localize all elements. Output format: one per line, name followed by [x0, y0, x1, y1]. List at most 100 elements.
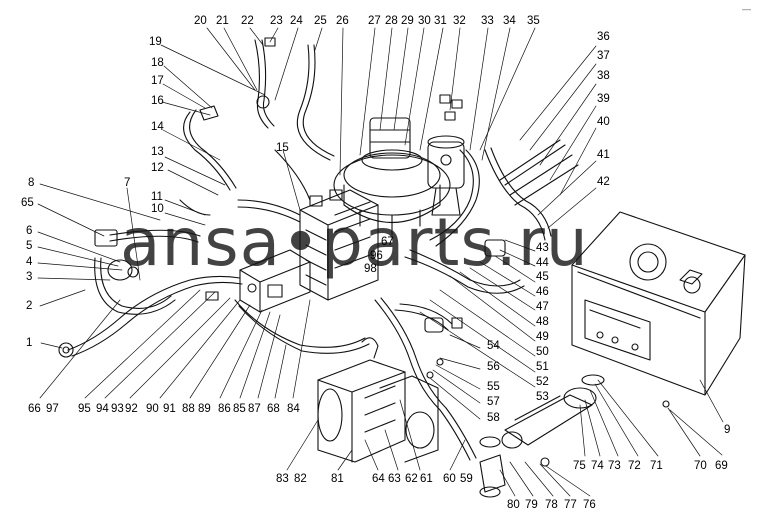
- callout-5: 5: [26, 240, 33, 252]
- callout-36: 36: [597, 31, 610, 43]
- callout-66: 66: [28, 403, 41, 415]
- callout-62: 62: [405, 473, 418, 485]
- callout-76: 76: [583, 499, 596, 511]
- callout-27: 27: [368, 15, 381, 27]
- callout-19: 19: [149, 36, 162, 48]
- callout-51: 51: [536, 361, 549, 373]
- callout-77: 77: [564, 499, 577, 511]
- callout-94: 94: [96, 403, 109, 415]
- callout-4: 4: [26, 256, 33, 268]
- callout-35: 35: [527, 15, 540, 27]
- callout-56: 56: [487, 361, 500, 373]
- callout-13: 13: [151, 146, 164, 158]
- callout-18: 18: [151, 57, 164, 69]
- callout-39: 39: [597, 93, 610, 105]
- callout-98: 98: [364, 263, 377, 275]
- callout-6: 6: [26, 225, 33, 237]
- callout-75: 75: [573, 460, 586, 472]
- callout-83: 83: [276, 473, 289, 485]
- callout-53: 53: [536, 391, 549, 403]
- callout-33: 33: [481, 15, 494, 27]
- callout-49: 49: [536, 331, 549, 343]
- leader-lines: [37, 27, 724, 497]
- callout-16: 16: [151, 95, 164, 107]
- callout-40: 40: [597, 116, 610, 128]
- callout-60: 60: [443, 473, 456, 485]
- callout-15: 15: [276, 142, 289, 154]
- hydraulic-tank: [571, 211, 746, 396]
- main-pump: [317, 359, 439, 463]
- callout-23: 23: [270, 15, 283, 27]
- callout-86: 86: [218, 403, 231, 415]
- elbow-fitting: [479, 454, 550, 498]
- callout-84: 84: [287, 403, 300, 415]
- callout-63: 63: [388, 473, 401, 485]
- callout-1: 1: [26, 337, 33, 349]
- callout-30: 30: [418, 15, 431, 27]
- callout-9: 9: [724, 424, 731, 436]
- callout-61: 61: [420, 473, 433, 485]
- callout-25: 25: [314, 15, 327, 27]
- callout-55: 55: [487, 381, 500, 393]
- callout-85: 85: [233, 403, 246, 415]
- callout-12: 12: [151, 162, 164, 174]
- callout-38: 38: [597, 70, 610, 82]
- callout-52: 52: [536, 376, 549, 388]
- callout-24: 24: [290, 15, 303, 27]
- callout-17: 17: [151, 75, 164, 87]
- callout-20: 20: [194, 15, 207, 27]
- callout-97: 97: [46, 403, 59, 415]
- callout-73: 73: [608, 460, 621, 472]
- callout-54: 54: [487, 340, 500, 352]
- callout-69: 69: [715, 460, 728, 472]
- callout-32: 32: [453, 15, 466, 27]
- callout-37: 37: [597, 50, 610, 62]
- callout-28: 28: [385, 15, 398, 27]
- callout-58: 58: [487, 412, 500, 424]
- callout-21: 21: [216, 15, 229, 27]
- callout-96: 96: [370, 250, 383, 262]
- callout-65: 65: [21, 197, 34, 209]
- callout-46: 46: [536, 286, 549, 298]
- callout-44: 44: [536, 257, 549, 269]
- watermark: ansa•parts.ru: [120, 204, 589, 281]
- callout-64: 64: [372, 473, 385, 485]
- callout-91: 91: [163, 403, 176, 415]
- corner-mark: —: [742, 4, 751, 14]
- callout-8: 8: [28, 177, 35, 189]
- control-valve-block: [299, 189, 379, 301]
- callout-59: 59: [460, 473, 473, 485]
- callout-47: 47: [536, 301, 549, 313]
- callout-82: 82: [294, 473, 307, 485]
- callout-93: 93: [111, 403, 124, 415]
- callout-78: 78: [545, 499, 558, 511]
- callout-71: 71: [650, 460, 663, 472]
- callout-79: 79: [525, 499, 538, 511]
- callout-92: 92: [125, 403, 138, 415]
- callout-88: 88: [182, 403, 195, 415]
- callout-80: 80: [507, 499, 520, 511]
- swing-motor-assembly: [333, 117, 451, 236]
- callout-95: 95: [78, 403, 91, 415]
- hose-lines: [67, 39, 579, 461]
- callout-67: 67: [381, 236, 394, 248]
- callout-29: 29: [401, 15, 414, 27]
- callout-26: 26: [336, 15, 349, 27]
- callout-10: 10: [151, 203, 164, 215]
- callout-81: 81: [331, 473, 344, 485]
- callout-2: 2: [26, 300, 33, 312]
- callout-48: 48: [536, 316, 549, 328]
- callout-87: 87: [248, 403, 261, 415]
- return-filter: [479, 374, 605, 449]
- callout-31: 31: [434, 15, 447, 27]
- callout-90: 90: [146, 403, 159, 415]
- rotary-joint: [427, 135, 465, 216]
- callout-7: 7: [124, 177, 131, 189]
- callout-11: 11: [151, 191, 163, 203]
- callout-42: 42: [597, 176, 610, 188]
- callout-41: 41: [597, 149, 610, 161]
- callout-50: 50: [536, 346, 549, 358]
- callout-3: 3: [26, 271, 33, 283]
